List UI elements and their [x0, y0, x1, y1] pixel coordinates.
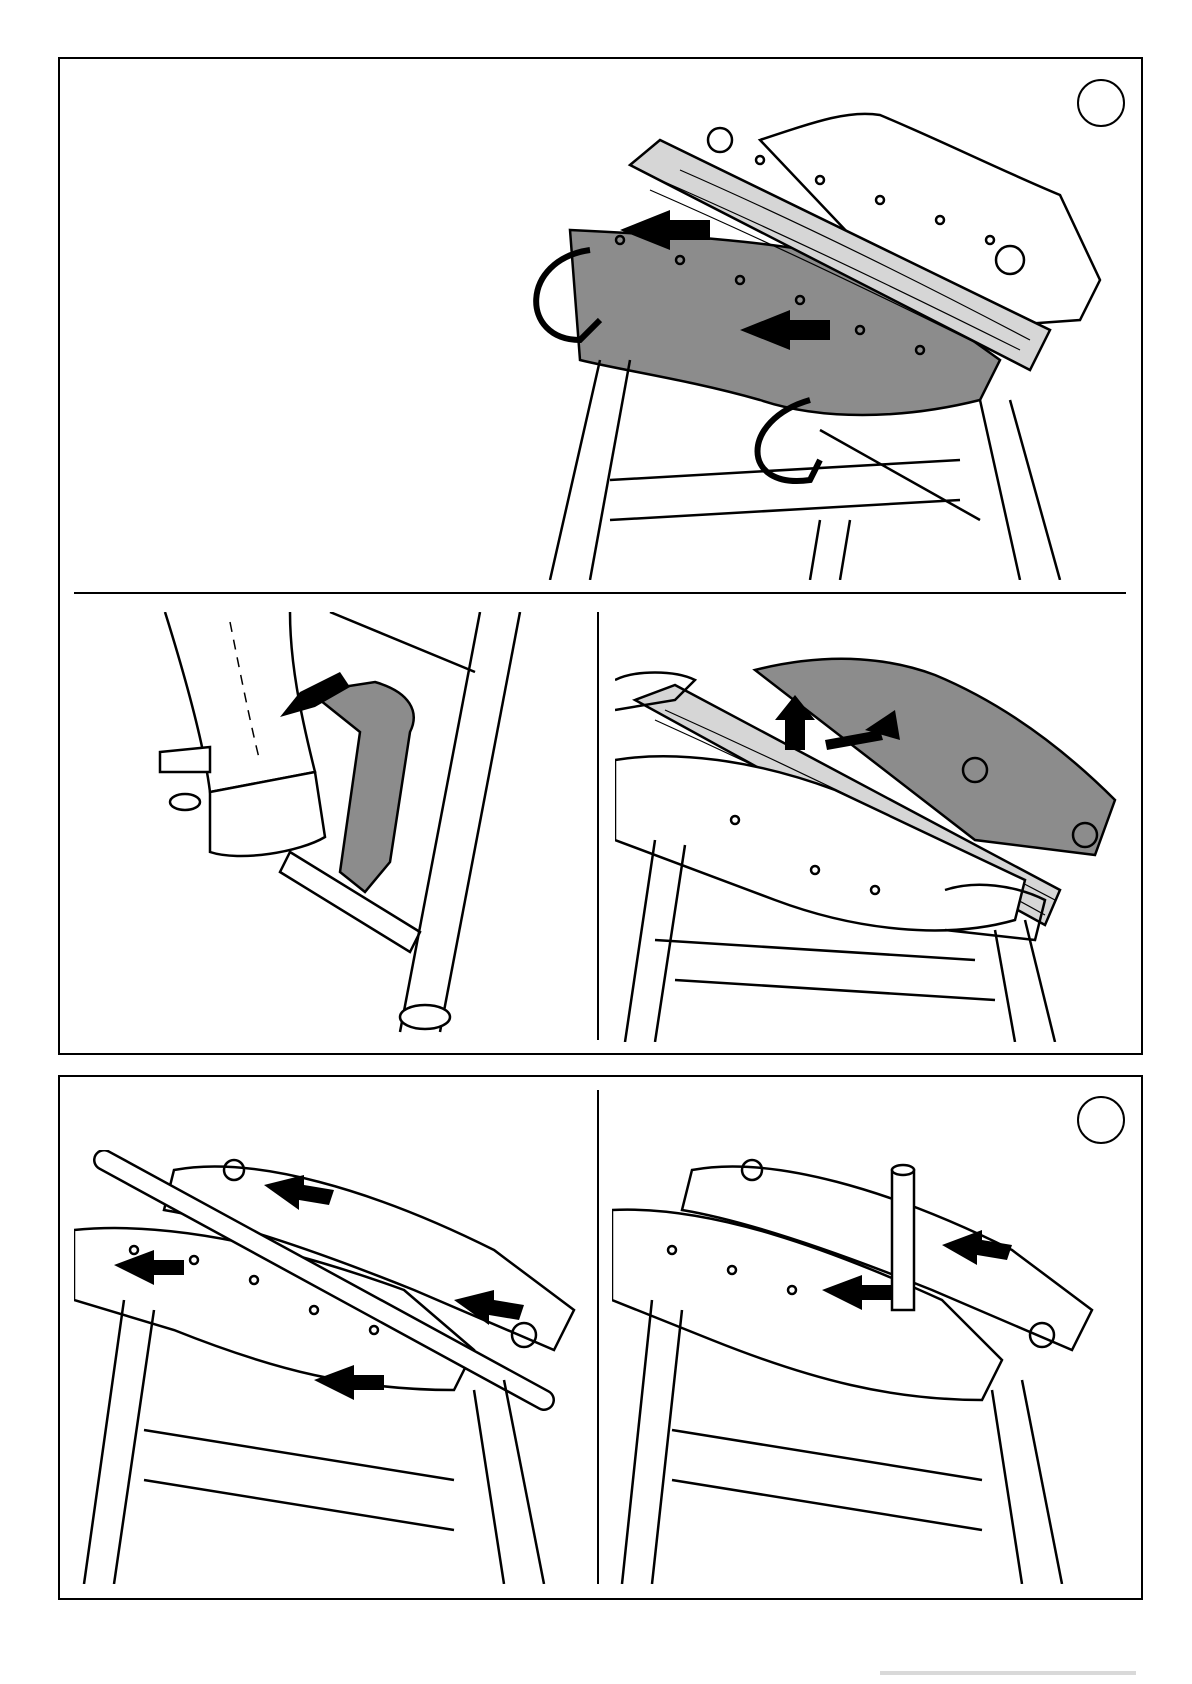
panel-divider-vertical-bottom — [597, 1090, 599, 1584]
workbench-clamping-wood-illustration — [520, 100, 1120, 580]
foot-on-pedal-illustration — [150, 612, 570, 1042]
workbench-post-clamping-illustration — [612, 1150, 1132, 1584]
panel-divider-horizontal — [74, 592, 1126, 594]
step-badge-bottom — [1077, 1096, 1125, 1144]
hands-lifting-wood-illustration — [615, 640, 1135, 1042]
footer-mark-decoration — [880, 1671, 1136, 1675]
workbench-pipe-clamping-illustration — [74, 1150, 594, 1584]
panel-divider-vertical-middle — [597, 612, 599, 1040]
